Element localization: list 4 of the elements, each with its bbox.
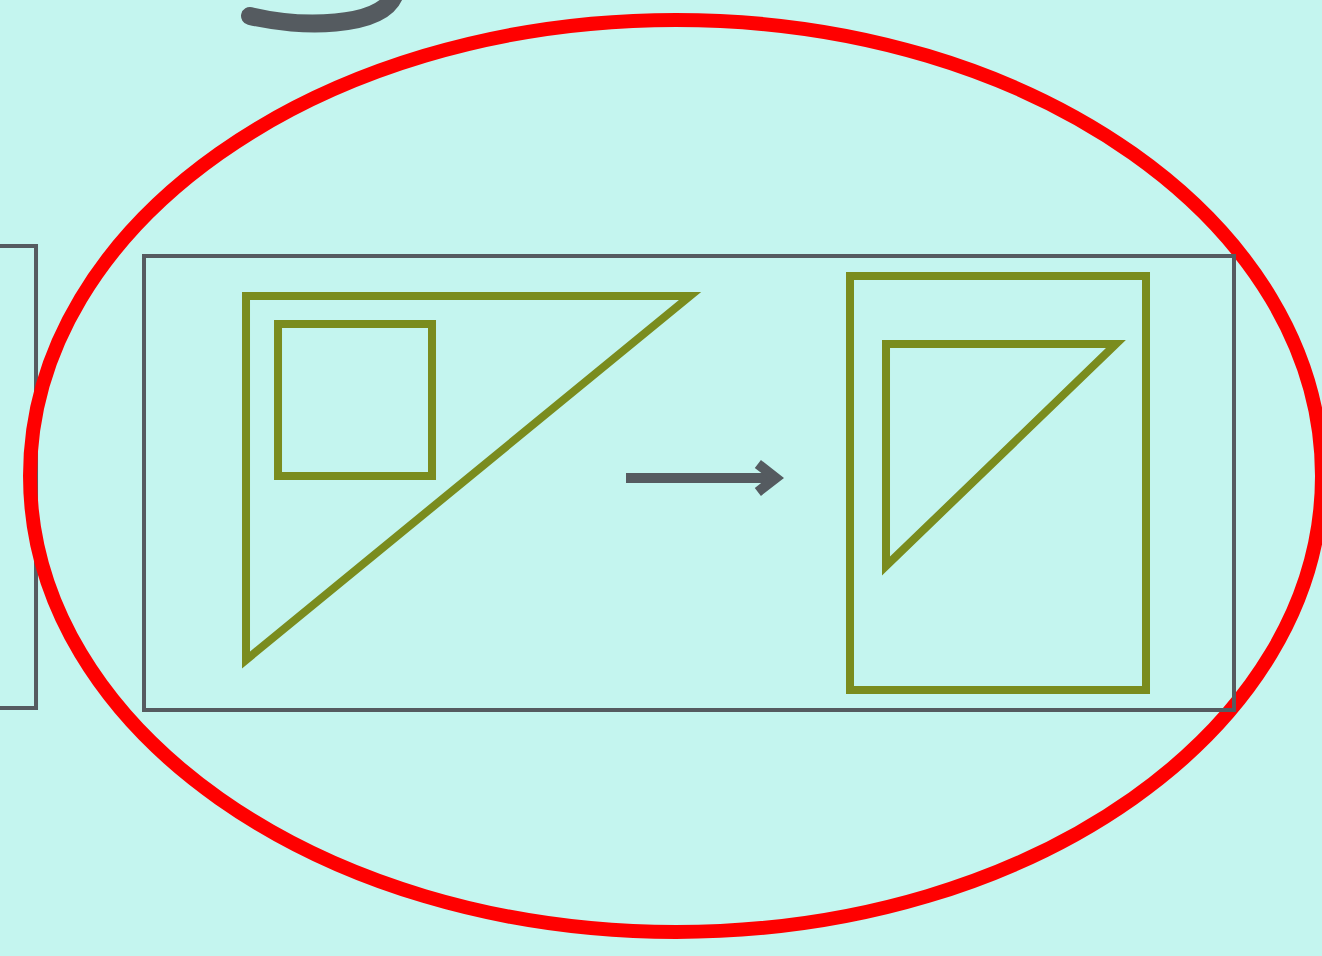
arrow	[626, 460, 784, 496]
rectangle-triangle-drawing	[846, 272, 1150, 694]
frame-box	[142, 253, 1236, 712]
panel-box	[0, 244, 38, 710]
